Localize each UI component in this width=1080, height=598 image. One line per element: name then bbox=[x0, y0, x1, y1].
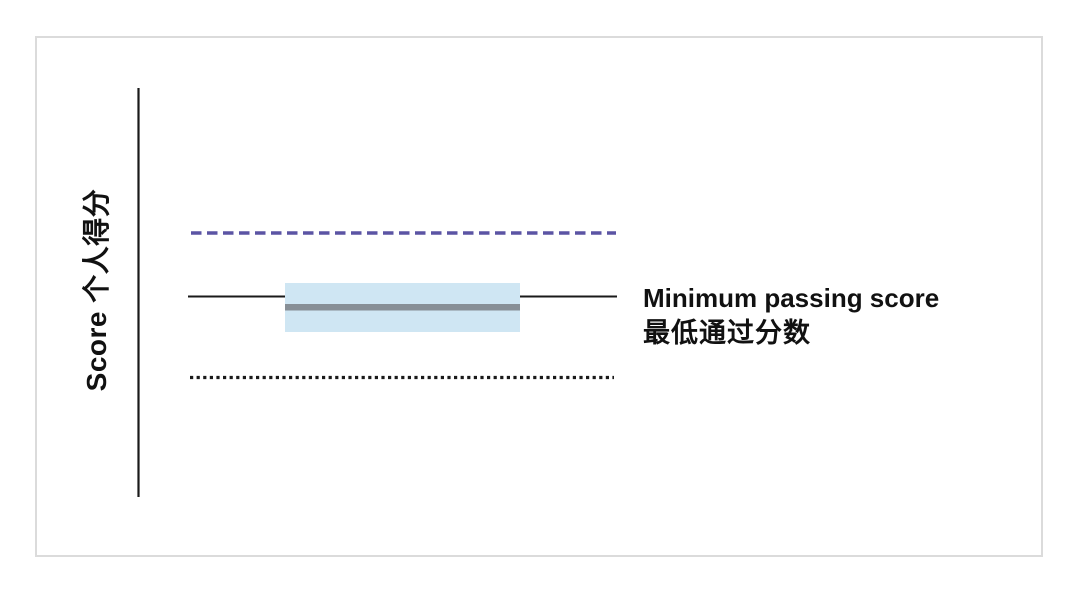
annotation-english-label: Minimum passing score bbox=[643, 283, 940, 313]
band-center-score-line bbox=[285, 304, 520, 311]
y-axis-label: Score 个人得分 bbox=[81, 188, 112, 392]
minimum-passing-score-annotation: Minimum passing score 最低通过分数 bbox=[643, 283, 939, 350]
annotation-chinese-label: 最低通过分数 bbox=[643, 318, 811, 348]
